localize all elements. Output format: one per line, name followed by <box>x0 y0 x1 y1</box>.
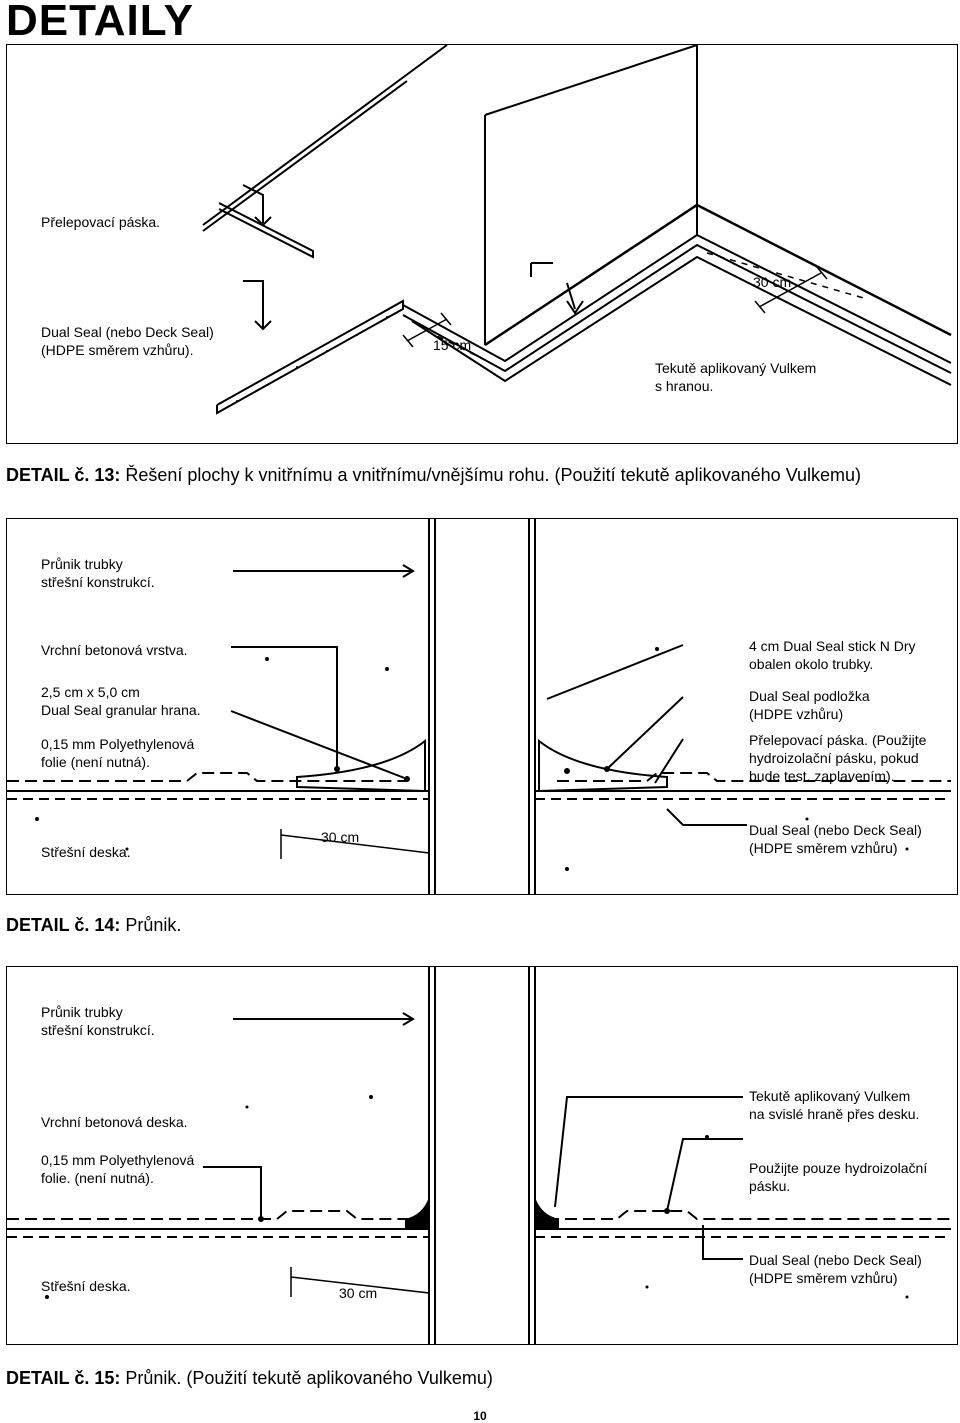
detail-15-drawing <box>7 967 951 1344</box>
label-dual-seal: Dual Seal (nebo Deck Seal) (HDPE směrem … <box>41 324 214 358</box>
label-granular-edge: 2,5 cm x 5,0 cm Dual Seal granular hrana… <box>41 684 201 718</box>
page-number: 10 <box>473 1409 487 1423</box>
label-tape: Přelepovací páska. (Použijte hydroizolač… <box>749 732 927 784</box>
detail-13-panel: Přelepovací páska. Dual Seal (nebo Deck … <box>6 44 958 444</box>
label-vulkem: Tekutě aplikovaný Vulkem na svislé hraně… <box>749 1088 920 1122</box>
label-roof-slab: Střešní deska. <box>41 844 131 860</box>
detail-15-caption: DETAIL č. 15: Průnik. (Použití tekutě ap… <box>6 1368 493 1389</box>
detail-14-panel: Průnik trubky střešní konstrukcí. Vrchní… <box>6 518 958 895</box>
detail-15-panel: Průnik trubky střešní konstrukcí. Vrchní… <box>6 966 958 1345</box>
detail-13-caption-number: DETAIL č. 13: <box>6 465 121 485</box>
label-vulkem: Tekutě aplikovaný Vulkem s hranou. <box>655 360 817 394</box>
label-top-concrete: Vrchní betonová deska. <box>41 1114 188 1130</box>
page-title: DETAILY <box>6 0 194 45</box>
dimension-30cm: 30 cm <box>339 1285 378 1301</box>
detail-14-caption: DETAIL č. 14: Průnik. <box>6 915 181 936</box>
label-dual-seal: Dual Seal (nebo Deck Seal) (HDPE směrem … <box>749 1252 922 1286</box>
label-pipe-penetration: Průnik trubky střešní konstrukcí. <box>41 556 155 590</box>
detail-13-drawing <box>202 45 952 415</box>
dimension-30cm: 30 cm <box>321 829 360 845</box>
label-underlay: Dual Seal podložka (HDPE vzhůru) <box>749 688 870 722</box>
detail-15-caption-number: DETAIL č. 15: <box>6 1368 121 1388</box>
detail-14-caption-number: DETAIL č. 14: <box>6 915 121 935</box>
detail-14-drawing <box>7 519 951 894</box>
label-pipe-penetration: Průnik trubky střešní konstrukcí. <box>41 1004 155 1038</box>
label-stick-n-dry: 4 cm Dual Seal stick N Dry obalen okolo … <box>749 638 916 672</box>
dimension-30cm: 30 cm <box>753 274 792 290</box>
label-tape: Použijte pouze hydroizolační pásku. <box>749 1160 928 1194</box>
label-dual-seal: Dual Seal (nebo Deck Seal) (HDPE směrem … <box>749 822 922 856</box>
dimension-15cm: 15 cm <box>433 337 472 353</box>
detail-13-caption-text: Řešení plochy k vnitřnímu a vnitřnímu/vn… <box>120 465 862 485</box>
label-polyethylene: 0,15 mm Polyethylenová folie. (není nutn… <box>41 1152 195 1186</box>
detail-14-caption-text: Průnik. <box>120 915 182 935</box>
detail-13-caption: DETAIL č. 13: Řešení plochy k vnitřnímu … <box>6 465 861 486</box>
label-tape: Přelepovací páska. <box>41 214 161 230</box>
detail-15-caption-text: Průnik. (Použití tekutě aplikovaného Vul… <box>120 1368 493 1388</box>
label-top-concrete: Vrchní betonová vrstva. <box>41 642 188 658</box>
label-polyethylene: 0,15 mm Polyethylenová folie (není nutná… <box>41 736 195 770</box>
label-roof-slab: Střešní deska. <box>41 1278 131 1294</box>
